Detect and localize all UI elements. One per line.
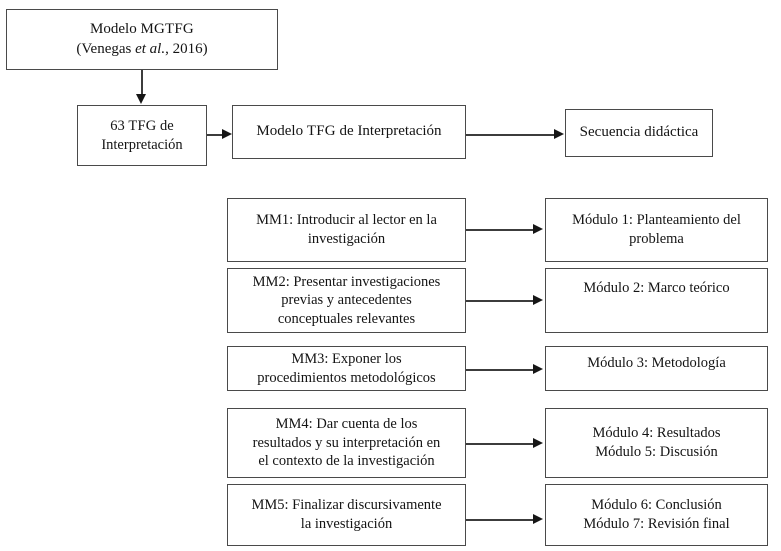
node-modulo-6-7: Módulo 6: Conclusión Módulo 7: Revisión … (545, 484, 768, 546)
node-modelo-tfg-label: Modelo TFG de Interpretación (233, 122, 465, 141)
node-63-tfg: 63 TFG de Interpretación (77, 105, 207, 166)
node-modulo-1: Módulo 1: Planteamiento del problema (545, 198, 768, 262)
connector-mgtfg-to-corpus (141, 70, 143, 95)
node-secuencia-didactica-label: Secuencia didáctica (579, 124, 699, 141)
node-63-tfg-label: 63 TFG de Interpretación (78, 117, 206, 154)
connector-mm5-to-mod5 (466, 519, 534, 521)
arrowhead-mm4-to-mod4 (533, 438, 543, 448)
modelo-mgtfg-line1-prefix: Modelo (90, 21, 141, 38)
node-mm5-label: MM5: Finalizar discursivamente la invest… (251, 497, 442, 532)
node-mm4: MM4: Dar cuenta de los resultados y su i… (227, 408, 466, 478)
node-secuencia-didactica: Secuencia didáctica (565, 109, 713, 157)
arrowhead-mm3-to-mod3 (533, 364, 543, 374)
modelo-tfg-prefix: Modelo (256, 123, 307, 140)
arrowhead-mgtfg-to-corpus (136, 94, 146, 104)
node-mm5: MM5: Finalizar discursivamente la invest… (227, 484, 466, 546)
modelo-tfg-acronym: TFG (306, 123, 336, 140)
connector-mm3-to-mod3 (466, 369, 534, 371)
node-modulo-3-label: Módulo 3: Metodología (587, 355, 726, 371)
node-modulo-2-label: Módulo 2: Marco teórico (583, 280, 730, 296)
node-modelo-tfg-interpretacion: Modelo TFG de Interpretación (232, 105, 466, 159)
node-modulo-4-5: Módulo 4: Resultados Módulo 5: Discusión (545, 408, 768, 478)
arrowhead-model-to-sequence (554, 129, 564, 139)
node-63-tfg-suffix: de Interpretación (101, 117, 183, 153)
node-modulo-1-label: Módulo 1: Planteamiento del problema (572, 212, 741, 247)
connector-model-to-sequence (466, 134, 555, 136)
node-mm3-label: MM3: Exponer los procedimientos metodoló… (257, 350, 436, 386)
arrowhead-mm1-to-mod1 (533, 224, 543, 234)
arrowhead-mm2-to-mod2 (533, 295, 543, 305)
node-modelo-mgtfg: Modelo MGTFG(Venegas et al., 2016) (6, 9, 278, 70)
node-mm2-label: MM2: Presentar investigaciones previas y… (252, 273, 441, 327)
modelo-mgtfg-line2-close: , 2016) (165, 40, 208, 57)
node-mm2: MM2: Presentar investigaciones previas y… (227, 268, 466, 333)
arrowhead-mm5-to-mod5 (533, 514, 543, 524)
node-mm4-label: MM4: Dar cuenta de los resultados y su i… (252, 416, 441, 470)
node-63-tfg-acronym: TFG (128, 117, 157, 134)
modelo-mgtfg-acronym: MGTFG (140, 21, 194, 38)
connector-corpus-to-model (207, 134, 224, 136)
node-mm3: MM3: Exponer los procedimientos metodoló… (227, 346, 466, 391)
modelo-tfg-suffix: de Interpretación (335, 123, 442, 140)
node-modulo-3: Módulo 3: Metodología (545, 346, 768, 391)
modelo-mgtfg-line2-italic: et al. (135, 40, 166, 57)
node-modelo-mgtfg-label: Modelo MGTFG(Venegas et al., 2016) (7, 20, 277, 58)
node-modulo-4-5-label: Módulo 4: Resultados Módulo 5: Discusión (592, 425, 721, 460)
node-63-tfg-prefix: 63 (110, 117, 129, 134)
connector-mm2-to-mod2 (466, 300, 534, 302)
modelo-mgtfg-line2-open: (Venegas (76, 40, 136, 57)
arrowhead-corpus-to-model (222, 129, 232, 139)
connector-mm4-to-mod4 (466, 443, 534, 445)
node-modulo-2: Módulo 2: Marco teórico (545, 268, 768, 333)
node-modulo-6-7-label: Módulo 6: Conclusión Módulo 7: Revisión … (583, 497, 730, 532)
node-mm1: MM1: Introducir al lector en la investig… (227, 198, 466, 262)
node-mm1-label: MM1: Introducir al lector en la investig… (256, 212, 437, 247)
connector-mm1-to-mod1 (466, 229, 534, 231)
